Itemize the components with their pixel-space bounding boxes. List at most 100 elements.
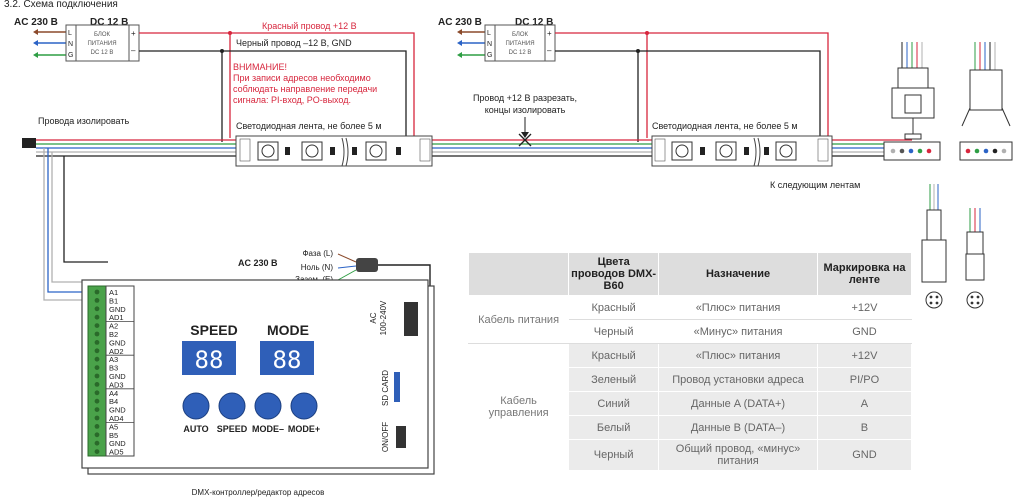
led-strip-2: Светодиодная лента, не более 5 м: [651, 121, 833, 167]
mode-plus-button[interactable]: [290, 392, 318, 420]
terminal-label: A3: [109, 355, 118, 364]
table-cell-mark: +12V: [816, 343, 913, 368]
psu1-feed-wires: Красный провод +12 В Черный провод –12 В…: [139, 21, 415, 142]
table-header-marking: Маркировка на ленте: [816, 252, 913, 296]
table-cell-mark: GND: [816, 319, 913, 344]
led-strip-1: Светодиодная лента, не более 5 м: [235, 121, 433, 167]
phase-label: Фаза (L): [302, 249, 333, 258]
mode-display: [260, 341, 314, 375]
terminal-label: GND: [109, 338, 126, 347]
psu2-ac-label: AC 230 В: [438, 17, 482, 28]
terminal-screw[interactable]: [94, 415, 100, 421]
terminal-screw[interactable]: [94, 407, 100, 412]
terminal-screw[interactable]: [94, 323, 100, 328]
warning-line4: сигнала: PI-вход, PO-выход.: [233, 95, 351, 105]
terminal-screw[interactable]: [94, 289, 100, 295]
terminal-screw[interactable]: [94, 382, 100, 387]
table-cell-color: Черный: [568, 319, 660, 344]
table-cell-color: Красный: [568, 295, 660, 320]
black-wire-label: Черный провод –12 В, GND: [236, 38, 352, 48]
terminal-label: B2: [109, 330, 118, 339]
power-switch[interactable]: [396, 426, 406, 448]
table-row: Белый Данные B (DATA–) B: [469, 415, 913, 440]
psu1-minus: –: [131, 46, 136, 55]
speed-button[interactable]: [218, 392, 246, 420]
sd-card-slot[interactable]: [394, 372, 400, 402]
table-row: Зеленый Провод установки адреса PI/PO: [469, 367, 913, 392]
table-cell-purpose: Общий провод, «минус» питания: [658, 439, 818, 471]
psu2-box-line1: БЛОК: [512, 32, 529, 38]
wire-color-table: Цвета проводов DMX-B60 Назначение Маркир…: [467, 252, 913, 471]
terminal-label: A4: [109, 389, 118, 398]
terminal-label: GND: [109, 305, 126, 314]
terminal-screw[interactable]: [94, 331, 100, 337]
controller-caption: DMX-контроллер/редактор адресов: [192, 488, 325, 497]
mode-title: MODE: [267, 322, 309, 338]
table-corner: [467, 252, 570, 296]
terminal-screw[interactable]: [94, 398, 100, 404]
insulated-wire-ends: [22, 138, 36, 148]
led-strip-1-label: Светодиодная лента, не более 5 м: [236, 121, 382, 131]
psu1-ac-label: AC 230 В: [14, 17, 58, 28]
mode-display-digits: 88: [273, 346, 302, 374]
power-supply-2: AC 230 В DC 12 В L N G БЛОК ПИТАНИЯ DC 1…: [438, 17, 556, 62]
terminal-screw[interactable]: [94, 298, 100, 303]
terminal-screw[interactable]: [94, 373, 100, 379]
terminal-screw[interactable]: [94, 449, 100, 454]
terminal-screw[interactable]: [94, 356, 100, 362]
table-cell-purpose: Провод установки адреса: [658, 367, 818, 392]
terminal-label: B4: [109, 397, 118, 406]
terminal-label: AD2: [109, 347, 124, 356]
table-cell-mark: GND: [816, 439, 913, 471]
terminal-screw[interactable]: [94, 390, 100, 396]
insulate-note: Провода изолировать: [38, 116, 129, 126]
table-cell-purpose: «Минус» питания: [658, 319, 818, 344]
onoff-label: ON/OFF: [381, 422, 390, 452]
terminal-label: B5: [109, 431, 118, 440]
psu2-box-line2: ПИТАНИЯ: [505, 41, 534, 47]
table-cell-color: Синий: [568, 391, 660, 416]
controller-ac-label: AC 230 В: [238, 258, 278, 268]
psu2-pin-g: G: [487, 52, 492, 59]
table-header-colors: Цвета проводов DMX-B60: [568, 252, 660, 296]
speed-title: SPEED: [190, 322, 237, 338]
sd-card-label: SD CARD: [381, 370, 390, 406]
terminal-screw[interactable]: [94, 314, 100, 320]
mode-minus-button[interactable]: [254, 392, 282, 420]
warning-line3: соблюдать направление передачи: [233, 84, 377, 94]
psu1-pin-l: L: [68, 30, 72, 37]
table-cell-purpose: Данные B (DATA–): [658, 415, 818, 440]
led-strip-2-label: Светодиодная лента, не более 5 м: [652, 121, 798, 131]
psu2-dc-label: DC 12 В: [515, 17, 553, 28]
warning-line1: ВНИМАНИЕ!: [233, 62, 287, 72]
power-cable-group: Кабель питания: [467, 295, 570, 344]
terminal-label: GND: [109, 439, 126, 448]
table-cell-mark: A: [816, 391, 913, 416]
terminal-label: B1: [109, 296, 118, 305]
terminal-screw[interactable]: [94, 424, 100, 429]
terminal-screw[interactable]: [94, 340, 100, 345]
psu2-feed-wires: [555, 31, 829, 142]
terminal-screw[interactable]: [94, 440, 100, 446]
psu1-box-line2: ПИТАНИЯ: [87, 41, 116, 47]
table-cell-color: Белый: [568, 415, 660, 440]
power-supply-1: AC 230 В DC 12 В L N G БЛОК ПИТАНИЯ DC 1…: [14, 17, 140, 62]
terminal-screw[interactable]: [94, 348, 100, 354]
cut-note-line1: Провод +12 В разрезать,: [473, 93, 577, 103]
auto-button[interactable]: [182, 392, 210, 420]
table-cell-color: Красный: [568, 343, 660, 368]
mode-plus-button-label: MODE+: [288, 424, 320, 434]
terminal-label: A2: [109, 322, 118, 331]
table-cell-color: Черный: [568, 439, 660, 471]
table-row: Черный «Минус» питания GND: [469, 319, 913, 344]
terminal-screw[interactable]: [94, 365, 100, 370]
table-row: Синий Данные A (DATA+) A: [469, 391, 913, 416]
terminal-screw[interactable]: [94, 432, 100, 438]
speed-button-label: SPEED: [217, 424, 248, 434]
psu1-box-line3: DC 12 В: [91, 50, 114, 56]
terminal-label: GND: [109, 372, 126, 381]
table-row: Кабель питания Красный «Плюс» питания +1…: [467, 295, 913, 344]
terminal-screw[interactable]: [94, 306, 100, 312]
terminal-label: AD3: [109, 380, 124, 389]
